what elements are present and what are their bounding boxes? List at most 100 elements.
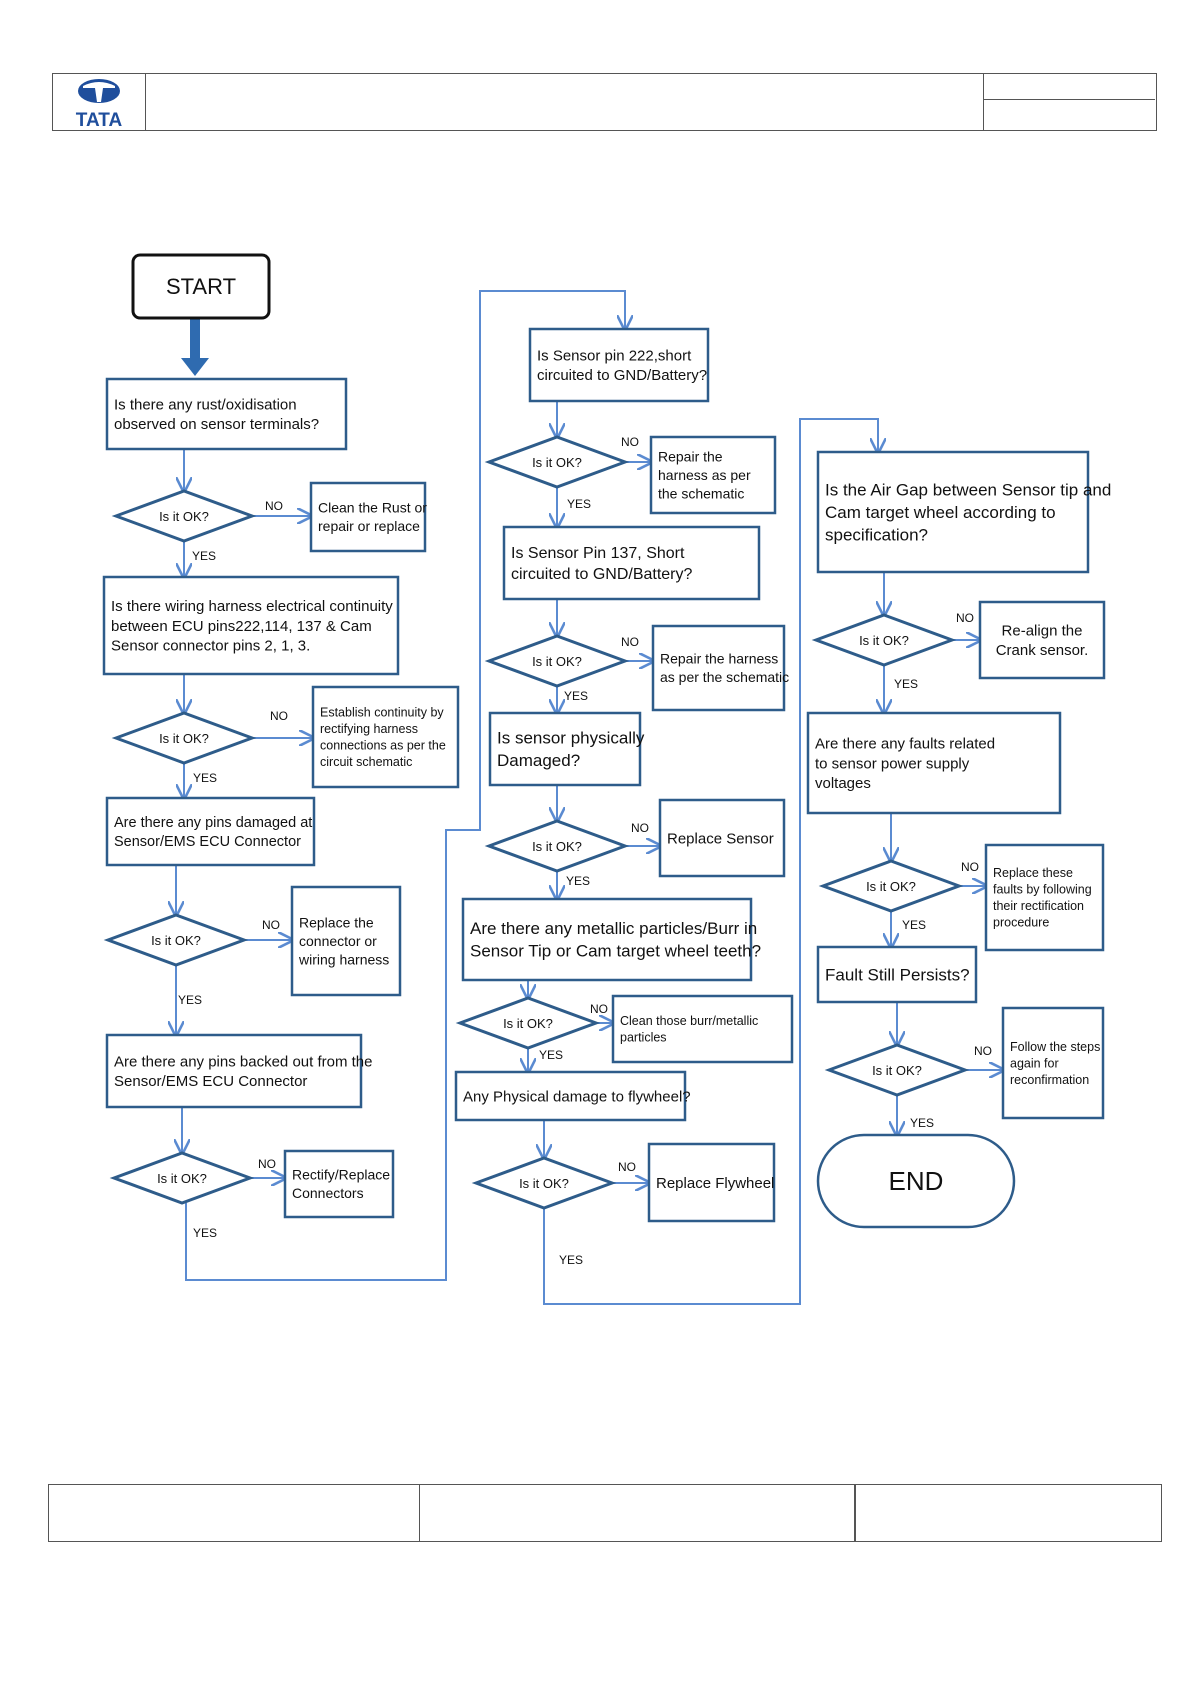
- node-q_physical-box: [488, 711, 642, 787]
- label-yes-flywheel: YES: [559, 1253, 583, 1267]
- label-yes-physical: YES: [566, 874, 590, 888]
- start-arrow-shaft: [190, 318, 200, 360]
- node-q_continuity: Is there wiring harness electrical conti…: [102, 575, 400, 676]
- node-a_flywheel-text: Replace Flywheel: [656, 1175, 774, 1192]
- decision-pin222-text: Is it OK?: [532, 455, 582, 470]
- node-end-box: [816, 1133, 1016, 1229]
- decision-supply: Is it OK?: [818, 859, 964, 913]
- label-yes-supply: YES: [902, 918, 926, 932]
- header-cell-top-right: [983, 74, 1155, 100]
- node-a_continuity-box: [311, 685, 460, 789]
- node-q_flywheel: Any Physical damage to flywheel?: [454, 1070, 691, 1122]
- node-q_rust-box: [105, 377, 348, 451]
- label-no-supply: NO: [961, 860, 979, 874]
- label-no-pin137: NO: [621, 635, 639, 649]
- label-yes-persists: YES: [910, 1116, 934, 1130]
- label-yes-pins-backed: YES: [193, 1226, 217, 1240]
- node-a_airgap-box: [978, 600, 1106, 680]
- flow-branch-labels: NOYESNOYESNOYESNOYESNOYESNOYESNOYESNOYES…: [178, 435, 992, 1267]
- label-yes-airgap: YES: [894, 677, 918, 691]
- edge-col2-to-col3: [543, 418, 878, 1305]
- node-end-text: END: [889, 1166, 944, 1196]
- label-yes-continuity: YES: [193, 771, 217, 785]
- label-no-pins-backed: NO: [258, 1157, 276, 1171]
- node-a_pins_damaged-box: [290, 885, 402, 997]
- decision-flywheel: Is it OK?: [471, 1156, 617, 1210]
- node-q_particles-box: [461, 897, 753, 982]
- decision-physical-text: Is it OK?: [532, 839, 582, 854]
- decision-pins-backed-shape: [109, 1151, 255, 1205]
- decision-pin222: Is it OK?: [484, 435, 630, 489]
- decision-pins-damaged: Is it OK?: [103, 913, 249, 967]
- edge-col1-to-col2: [185, 290, 625, 1281]
- decision-continuity: Is it OK?: [111, 711, 257, 765]
- decision-rust-text: Is it OK?: [159, 509, 209, 524]
- decision-continuity-shape: [111, 711, 257, 765]
- footer-cell-right: [855, 1484, 1162, 1542]
- decision-particles: Is it OK?: [455, 996, 601, 1050]
- node-a_persists-box: [1001, 1006, 1105, 1120]
- decision-particles-text: Is it OK?: [503, 1016, 553, 1031]
- node-a_physical-text: Replace Sensor: [667, 830, 774, 847]
- decision-supply-shape: [818, 859, 964, 913]
- decision-pins-backed-text: Is it OK?: [157, 1171, 207, 1186]
- decision-pin137-text: Is it OK?: [532, 654, 582, 669]
- decision-pins-backed: Is it OK?: [109, 1151, 255, 1205]
- decision-pin222-shape: [484, 435, 630, 489]
- node-a_physical-box: [658, 798, 786, 878]
- tata-logo-icon: TATA: [76, 79, 122, 131]
- decision-airgap-shape: [811, 613, 957, 667]
- node-q_persists: Fault Still Persists?: [816, 945, 978, 1004]
- label-yes-pin222: YES: [567, 497, 591, 511]
- decision-pins-damaged-text: Is it OK?: [151, 933, 201, 948]
- node-q_flywheel-box: [454, 1070, 687, 1122]
- node-a_pins_backed-box: [283, 1149, 395, 1219]
- label-no-continuity: NO: [270, 709, 288, 723]
- node-start-box: [131, 253, 271, 320]
- node-a_pin137-box: [651, 624, 786, 712]
- node-q_particles: Are there any metallic particles/Burr in…: [461, 897, 761, 982]
- node-q_continuity-box: [102, 575, 400, 676]
- label-no-airgap: NO: [956, 611, 974, 625]
- decision-physical: Is it OK?: [484, 819, 630, 873]
- node-q_flywheel-text: Any Physical damage to flywheel?: [463, 1088, 691, 1105]
- node-a_supply-box: [984, 843, 1105, 952]
- label-yes-rust: YES: [192, 549, 216, 563]
- decision-rust: Is it OK?: [111, 489, 257, 543]
- node-end: END: [816, 1133, 1016, 1229]
- label-no-physical: NO: [631, 821, 649, 835]
- decision-persists-text: Is it OK?: [872, 1063, 922, 1078]
- decision-pin137-shape: [484, 634, 630, 688]
- label-no-flywheel: NO: [618, 1160, 636, 1174]
- footer-cell-middle: [420, 1484, 855, 1542]
- node-q_airgap-box: [816, 450, 1090, 574]
- start-arrow-head: [181, 358, 209, 376]
- footer-cell-left: [48, 1484, 420, 1542]
